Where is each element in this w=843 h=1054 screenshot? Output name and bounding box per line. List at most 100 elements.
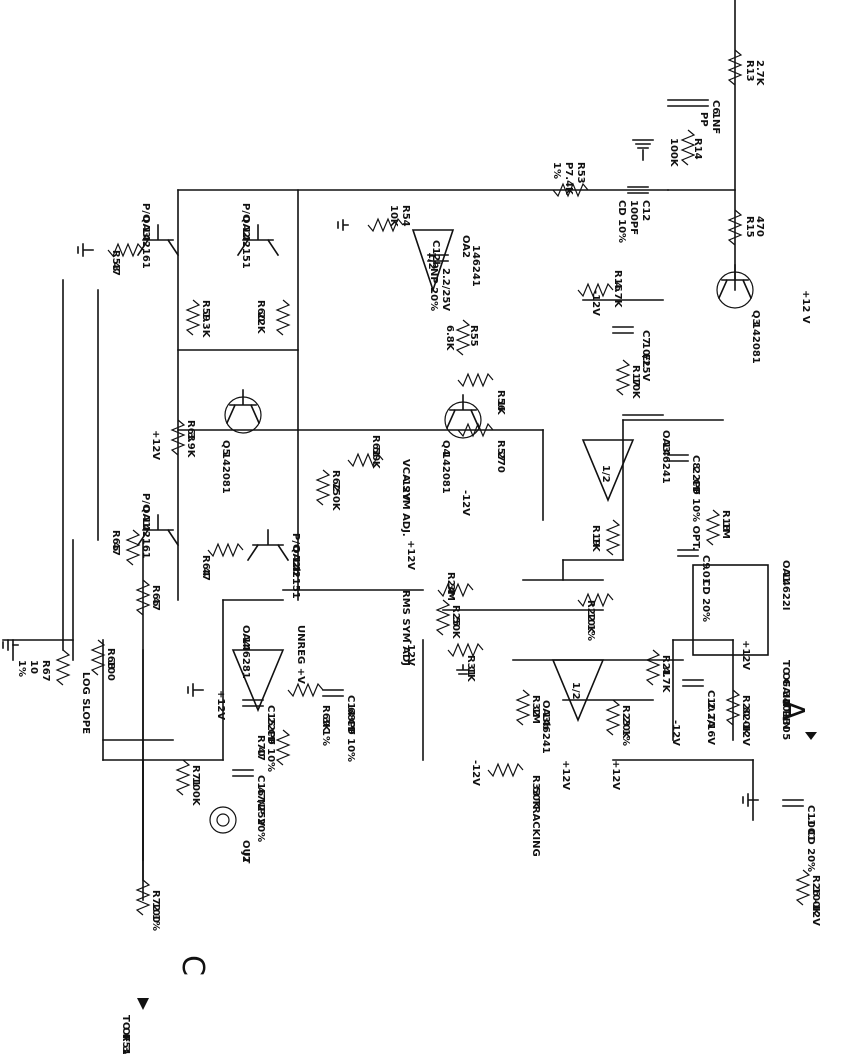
label-r56-value: 1K (495, 400, 506, 416)
label-r72-value: 100 (150, 902, 161, 923)
label-r61: R61 (370, 435, 381, 457)
label-r16: R16 (612, 270, 623, 292)
label-r67: R67 (40, 660, 51, 682)
net-plus12-oa4: +12V (215, 690, 226, 720)
label-oa3b-extra: 1/2 (570, 682, 581, 700)
label-r13-value: 2.7K (754, 60, 765, 87)
resistor-r62 (315, 469, 331, 506)
resistor-r21 (645, 649, 661, 686)
label-c15-value: 22PF (265, 717, 276, 745)
net-to-gain: TO GAIN PIN 5 (780, 660, 791, 740)
arrow-to-r51 (137, 998, 149, 1010)
label-c14-value: 68PF (345, 707, 356, 735)
label-r24: R24 (445, 572, 456, 594)
label-c11-value: .001 (805, 817, 816, 842)
resistor-r58 (107, 242, 144, 258)
label-c9-extra: CD 20% (700, 579, 711, 622)
resistor-r31 (447, 642, 484, 658)
label-oa3: OA3 (660, 430, 671, 453)
label-qa1: QA1 (140, 505, 151, 528)
label-c12b-value: 100PF (628, 200, 639, 235)
net-labels: +12 V -12V +12V -12V -12V +12V -12V -12V… (120, 290, 821, 1054)
label-c12: C12b (430, 240, 441, 268)
label-c8: C8 (690, 455, 701, 469)
net-plus12-oa3b: +12V (610, 760, 621, 790)
resistor-r71 (175, 759, 191, 796)
label-r58: R58 (110, 250, 121, 272)
resistor-r70 (275, 729, 291, 766)
capacitor-c9 (677, 549, 699, 557)
label-r53-value: P7.4K (563, 162, 574, 196)
label-r67-extra: 1% (16, 660, 27, 677)
resistor-r69 (287, 682, 324, 698)
label-r19-value: 1K (590, 537, 601, 553)
label-r72-extra: 1% (150, 914, 161, 931)
ground-icon (77, 243, 94, 257)
label-r26: R26 (810, 875, 821, 897)
label-r62: R62 (330, 470, 341, 492)
net-plus12-r63: +12V (150, 430, 161, 460)
label-r59: R59 (200, 300, 211, 322)
transistor-qa2 (236, 224, 280, 257)
net-minus12-r33: -12V (470, 760, 481, 786)
label-r71: R71 (190, 765, 201, 787)
label-r57-value: 270 (495, 452, 506, 473)
capacitor-c11 (782, 799, 804, 807)
resistor-r65 (125, 529, 141, 566)
label-r54-value: 10K (388, 205, 399, 228)
label-c11-extra: CD 20% (805, 829, 816, 872)
label-c6-value: 1NF (710, 112, 721, 134)
label-r63: R63 (185, 420, 196, 442)
capacitor-c10 (682, 679, 704, 687)
net-minus12-r25: -12V (405, 640, 416, 666)
label-oa1: OA1 (780, 560, 791, 583)
label-c16-extra: NP 20% (255, 799, 266, 842)
label-r56: R56 (495, 390, 506, 412)
label-r66-value: 47 (150, 597, 161, 611)
net-j2: J2 (240, 851, 251, 863)
transistor-symbols (136, 224, 754, 562)
label-r65: R65 (110, 530, 121, 552)
label-r20: R20 (740, 695, 751, 717)
label-oa3b-value: 146241 (540, 712, 551, 754)
resistor-r18 (705, 509, 721, 546)
label-c16-value: 47/25V (255, 787, 266, 826)
resistor-r26 (795, 869, 811, 906)
label-qa1-value: 142161 (140, 517, 151, 559)
label-r68-value: 100 (105, 660, 116, 681)
label-c12b: C12 (640, 200, 651, 221)
label-q3: Q3 (750, 310, 761, 326)
resistor-r23 (605, 699, 621, 736)
label-r23-extra: 1% (620, 729, 631, 746)
label-r70-value: 47 (255, 747, 266, 761)
label-c9-value: .01 (700, 567, 711, 585)
label-r25-value: 50K (450, 617, 461, 640)
label-r64-value: 47 (200, 567, 211, 581)
label-r54: R54 (400, 205, 411, 227)
label-c11: C11 (805, 805, 816, 826)
resistor-r57 (457, 422, 494, 438)
label-c12-value: 2.2/25V (440, 268, 451, 311)
label-oa2: OA2 (460, 235, 471, 258)
label-qa3-extra: P/O (140, 203, 151, 222)
label-oa4-value: 146281 (240, 637, 251, 679)
label-r60-value: 22K (255, 312, 266, 335)
transistor-q4 (444, 394, 482, 439)
label-r69-value: 3K (320, 717, 331, 733)
label-r15: R15 (744, 216, 755, 238)
label-r19: R19 (590, 525, 601, 547)
resistor-r72 (135, 879, 151, 916)
label-q5-value: 142081 (220, 452, 231, 494)
resistor-r56 (457, 372, 494, 388)
net-minus12-r26: -12V (810, 900, 821, 926)
label-r22-extra: 1% (585, 624, 596, 641)
label-r14: R14 (692, 138, 703, 160)
label-r61-extra: VCA SYM ADJ. (400, 459, 411, 537)
label-c8-extra: CD 10% OPT. (690, 479, 701, 550)
ground-icon (2, 639, 19, 651)
resistor-r53 (552, 182, 589, 198)
arrow-to-gain (805, 732, 817, 740)
label-r71-value: 100K (190, 777, 201, 807)
label-r69: R69 (320, 705, 331, 727)
label-oa3-extra: 1/2 (600, 465, 611, 483)
